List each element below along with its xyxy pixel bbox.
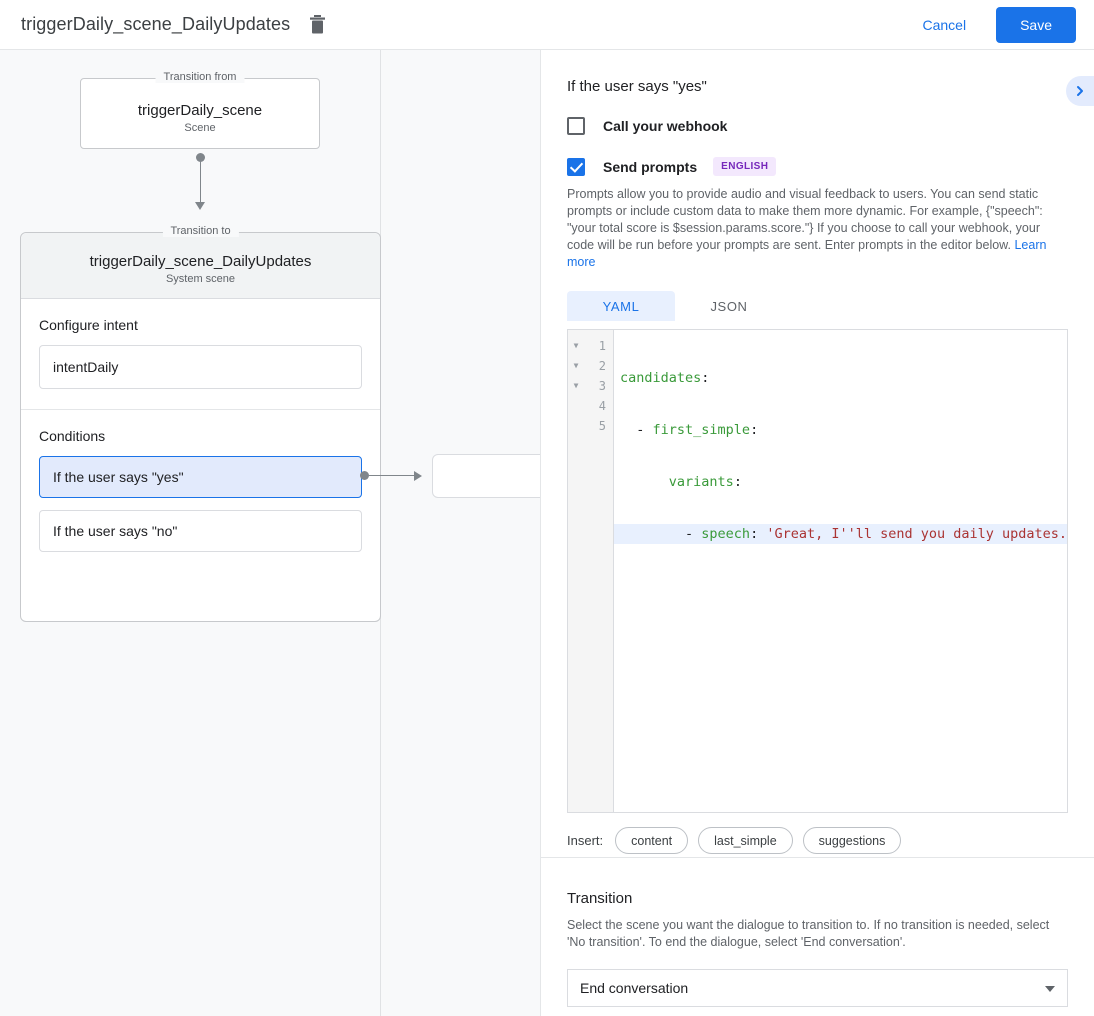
connector-line-vertical bbox=[200, 158, 201, 203]
editor-text-area[interactable]: candidates: - first_simple: variants: - … bbox=[614, 330, 1067, 812]
call-webhook-row[interactable]: Call your webhook bbox=[567, 117, 1068, 135]
condition-detail-panel: If the user says "yes" Call your webhook… bbox=[540, 50, 1094, 1016]
condition-item-yes[interactable]: If the user says "yes" bbox=[39, 456, 362, 498]
conditions-label: Conditions bbox=[39, 428, 106, 444]
call-webhook-label: Call your webhook bbox=[603, 118, 728, 134]
line-number: 1 bbox=[598, 339, 606, 353]
insert-chip-suggestions[interactable]: suggestions bbox=[802, 827, 902, 854]
code-key: speech bbox=[701, 526, 751, 542]
send-prompts-label: Send prompts bbox=[603, 158, 698, 175]
transition-to-header: triggerDaily_scene_DailyUpdates System s… bbox=[21, 233, 380, 299]
connector-line-horizontal bbox=[369, 475, 416, 476]
insert-chip-last-simple[interactable]: last_simple bbox=[698, 827, 793, 854]
code-string: 'Great, I''ll send you daily updates. bbox=[766, 526, 1067, 542]
connector-arrow-right bbox=[414, 471, 422, 481]
code-line-2: - first_simple: bbox=[614, 420, 1067, 440]
top-app-bar: triggerDaily_scene_DailyUpdates Cancel S… bbox=[0, 0, 1094, 50]
code-punct: : bbox=[701, 370, 710, 386]
transition-title: Transition bbox=[567, 890, 633, 907]
insert-chips-row: Insert: content last_simple suggestions bbox=[567, 827, 1068, 854]
transition-from-legend: Transition from bbox=[155, 71, 245, 83]
insert-label: Insert: bbox=[567, 833, 604, 848]
call-webhook-checkbox[interactable] bbox=[567, 117, 585, 135]
panel-title: If the user says "yes" bbox=[567, 78, 707, 95]
intent-field[interactable]: intentDaily bbox=[39, 345, 362, 389]
panel-section-divider bbox=[541, 857, 1094, 858]
editor-gutter: ▼1 ▼2 ▼3 4 5 bbox=[568, 330, 614, 812]
connector-dot-from bbox=[196, 153, 205, 162]
transition-to-title: triggerDaily_scene_DailyUpdates bbox=[89, 253, 312, 270]
downstream-node[interactable] bbox=[432, 454, 540, 498]
code-indent: - bbox=[620, 422, 653, 438]
send-prompts-checkbox[interactable] bbox=[567, 157, 585, 176]
page-title: triggerDaily_scene_DailyUpdates bbox=[21, 14, 291, 34]
condition-item-no[interactable]: If the user says "no" bbox=[39, 510, 362, 552]
connector-dot-condition bbox=[360, 471, 369, 480]
line-number: 3 bbox=[598, 379, 606, 393]
configure-intent-section: Configure intent intentDaily bbox=[21, 299, 380, 410]
transition-section: Transition Select the scene you want the… bbox=[541, 890, 1094, 1007]
code-punct: : bbox=[733, 474, 742, 490]
code-key: first_simple bbox=[652, 422, 751, 438]
connector-arrow-down bbox=[195, 202, 205, 210]
gutter-line[interactable]: 5 bbox=[568, 416, 613, 436]
tab-json[interactable]: JSON bbox=[710, 298, 748, 314]
transition-from-subtitle: Scene bbox=[184, 122, 216, 134]
prompts-help-body: Prompts allow you to provide audio and v… bbox=[567, 187, 1043, 252]
gutter-line[interactable]: 4 bbox=[568, 396, 613, 416]
gutter-line[interactable]: ▼3 bbox=[568, 376, 613, 396]
prompt-code-editor[interactable]: ▼1 ▼2 ▼3 4 5 candidates: - first_simple:… bbox=[567, 329, 1068, 813]
tab-yaml[interactable]: YAML bbox=[567, 291, 675, 321]
prompts-help-text: Prompts allow you to provide audio and v… bbox=[567, 186, 1068, 271]
language-badge: ENGLISH bbox=[713, 157, 777, 176]
panel-content: If the user says "yes" Call your webhook… bbox=[541, 50, 1094, 854]
code-indent bbox=[620, 474, 669, 490]
fold-triangle-icon[interactable]: ▼ bbox=[573, 361, 579, 370]
line-number: 5 bbox=[598, 419, 606, 433]
transition-select-value: End conversation bbox=[580, 980, 689, 996]
chevron-down-icon[interactable] bbox=[1045, 986, 1055, 992]
learn-more-link[interactable]: Learn more bbox=[567, 238, 1047, 269]
code-key: candidates bbox=[620, 370, 702, 386]
gutter-line[interactable]: ▼2 bbox=[568, 356, 613, 376]
insert-chip-content[interactable]: content bbox=[615, 827, 689, 854]
transition-to-node[interactable]: Transition to triggerDaily_scene_DailyUp… bbox=[20, 225, 381, 622]
trash-icon[interactable] bbox=[304, 12, 330, 38]
code-line-4: - speech: 'Great, I''ll send you daily u… bbox=[614, 524, 1067, 544]
code-punct: : bbox=[750, 526, 767, 542]
save-button[interactable]: Save bbox=[996, 6, 1076, 43]
conditions-section: Conditions If the user says "yes" If the… bbox=[21, 410, 380, 572]
code-line-1: candidates: bbox=[614, 368, 1067, 388]
chevron-right-icon[interactable] bbox=[1066, 76, 1094, 106]
transition-to-legend: Transition to bbox=[162, 225, 239, 237]
gutter-line[interactable]: ▼1 bbox=[568, 336, 613, 356]
cancel-button[interactable]: Cancel bbox=[906, 8, 982, 42]
scene-graph-canvas[interactable]: Transition from triggerDaily_scene Scene… bbox=[0, 50, 540, 1016]
top-bar-actions: Cancel Save bbox=[906, 6, 1094, 43]
code-punct: : bbox=[750, 422, 759, 438]
editor-format-tabs: YAML JSON bbox=[567, 291, 1068, 321]
configure-intent-label: Configure intent bbox=[39, 317, 138, 333]
code-indent: - bbox=[620, 526, 702, 542]
send-prompts-row[interactable]: Send prompts ENGLISH bbox=[567, 157, 1068, 176]
line-number: 4 bbox=[598, 399, 606, 413]
transition-from-node[interactable]: Transition from triggerDaily_scene Scene bbox=[80, 71, 320, 149]
transition-select[interactable]: End conversation bbox=[567, 969, 1068, 1007]
transition-from-title: triggerDaily_scene bbox=[137, 102, 263, 119]
fold-triangle-icon[interactable]: ▼ bbox=[573, 381, 579, 390]
code-line-5 bbox=[614, 576, 1067, 596]
code-line-3: variants: bbox=[614, 472, 1067, 492]
transition-description: Select the scene you want the dialogue t… bbox=[567, 918, 1050, 949]
fold-triangle-icon[interactable]: ▼ bbox=[573, 341, 579, 350]
line-number: 2 bbox=[598, 359, 606, 373]
transition-to-subtitle: System scene bbox=[165, 273, 236, 285]
code-key: variants bbox=[668, 474, 734, 490]
